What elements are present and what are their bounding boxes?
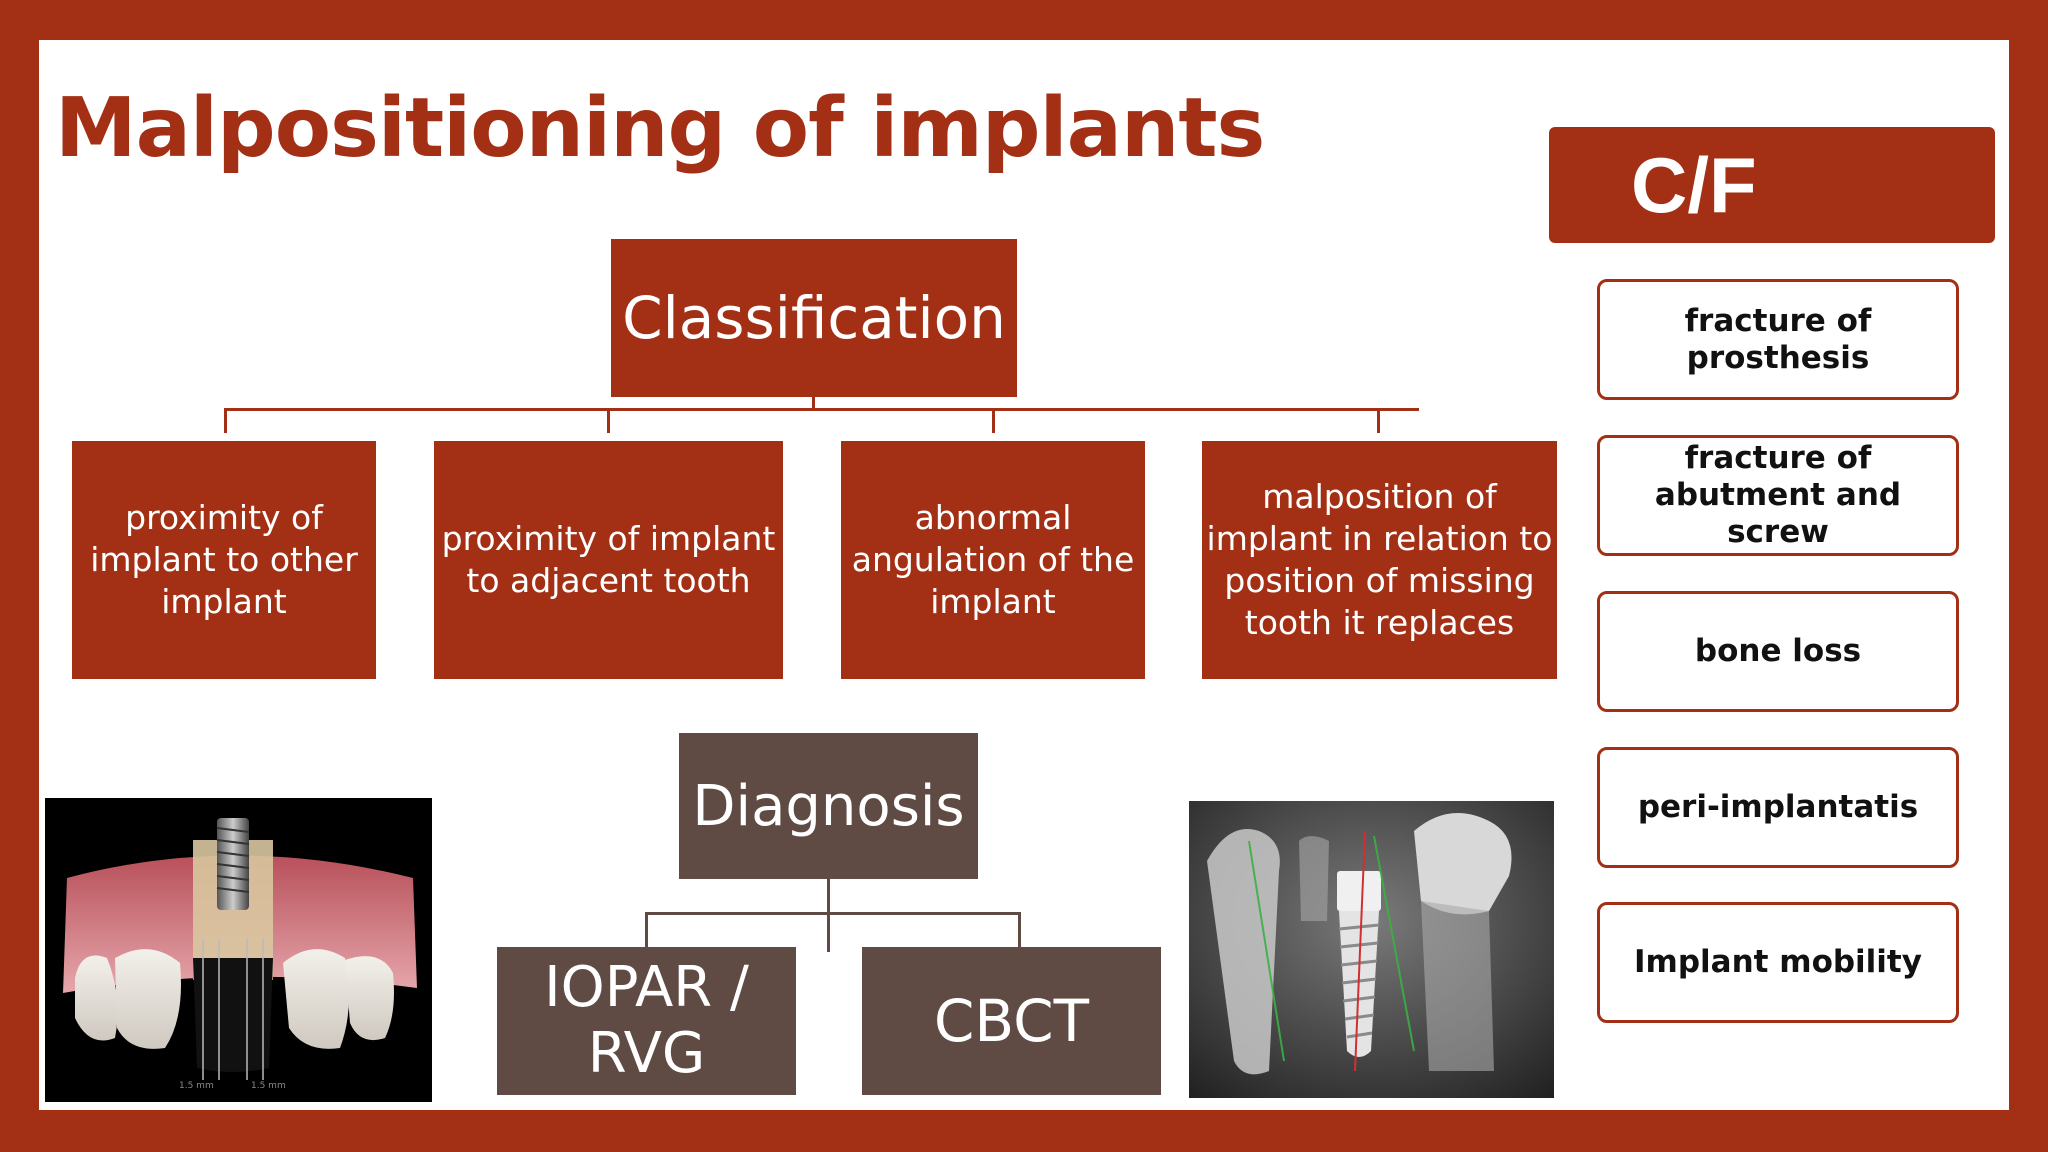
diagnosis-connector-bar xyxy=(645,912,1021,915)
implant-xray-image xyxy=(1189,801,1554,1098)
classification-item-label: proximity of implant to adjacent tooth xyxy=(441,519,776,600)
scale-label-right: 1.5 mm xyxy=(251,1081,286,1091)
diagnosis-connector-stem xyxy=(827,879,830,952)
diagnosis-heading-text: Diagnosis xyxy=(692,773,965,839)
classification-item: proximity of implant to other implant xyxy=(72,441,376,679)
cf-item-label: bone loss xyxy=(1694,633,1862,669)
scale-label-left: 1.5 mm xyxy=(179,1081,214,1091)
cf-item: peri-implantatis xyxy=(1597,747,1959,868)
classification-item-label: proximity of implant to other implant xyxy=(90,498,358,621)
cf-item-label: Implant mobility xyxy=(1634,944,1922,980)
classification-item: abnormal angulation of the implant xyxy=(841,441,1145,679)
cf-item-label: peri-implantatis xyxy=(1637,789,1919,825)
diagnosis-method-label: IOPAR / RVG xyxy=(544,955,749,1086)
diagnosis-method-iopar: IOPAR / RVG xyxy=(497,947,796,1095)
diagnosis-connector-drop-1 xyxy=(645,912,648,947)
classification-connector-stem xyxy=(812,397,815,408)
classification-heading: Classification xyxy=(611,239,1017,397)
diagnosis-heading: Diagnosis xyxy=(679,733,978,879)
cf-item: Implant mobility xyxy=(1597,902,1959,1023)
classification-heading-text: Classification xyxy=(622,284,1006,352)
cf-item: fracture of abutment and screw xyxy=(1597,435,1959,556)
diagnosis-method-label: CBCT xyxy=(933,987,1090,1055)
implant-crown-illustration: 1.5 mm 1.5 mm xyxy=(45,798,432,1102)
classification-item: proximity of implant to adjacent tooth xyxy=(434,441,783,679)
cf-heading-text: C/F xyxy=(1631,141,1757,229)
classification-connector-drop-4 xyxy=(1377,408,1380,433)
cf-item-label: fracture of prosthesis xyxy=(1684,302,1872,376)
cf-item-label: fracture of abutment and screw xyxy=(1654,440,1902,550)
classification-connector-bar xyxy=(224,408,1419,411)
diagnosis-connector-drop-2 xyxy=(1018,912,1021,947)
cf-item: fracture of prosthesis xyxy=(1597,279,1959,400)
slide-canvas: Malpositioning of implants Classificatio… xyxy=(39,40,2009,1110)
classification-item-label: malposition of implant in relation to po… xyxy=(1206,477,1553,642)
classification-item-label: abnormal angulation of the implant xyxy=(851,498,1135,621)
classification-connector-drop-1 xyxy=(224,408,227,433)
diagnosis-method-cbct: CBCT xyxy=(862,947,1161,1095)
cf-item: bone loss xyxy=(1597,591,1959,712)
slide-title: Malpositioning of implants xyxy=(55,81,1265,176)
classification-connector-drop-2 xyxy=(607,408,610,433)
classification-item: malposition of implant in relation to po… xyxy=(1202,441,1557,679)
cf-heading: C/F xyxy=(1549,127,1995,243)
classification-connector-drop-3 xyxy=(992,408,995,433)
